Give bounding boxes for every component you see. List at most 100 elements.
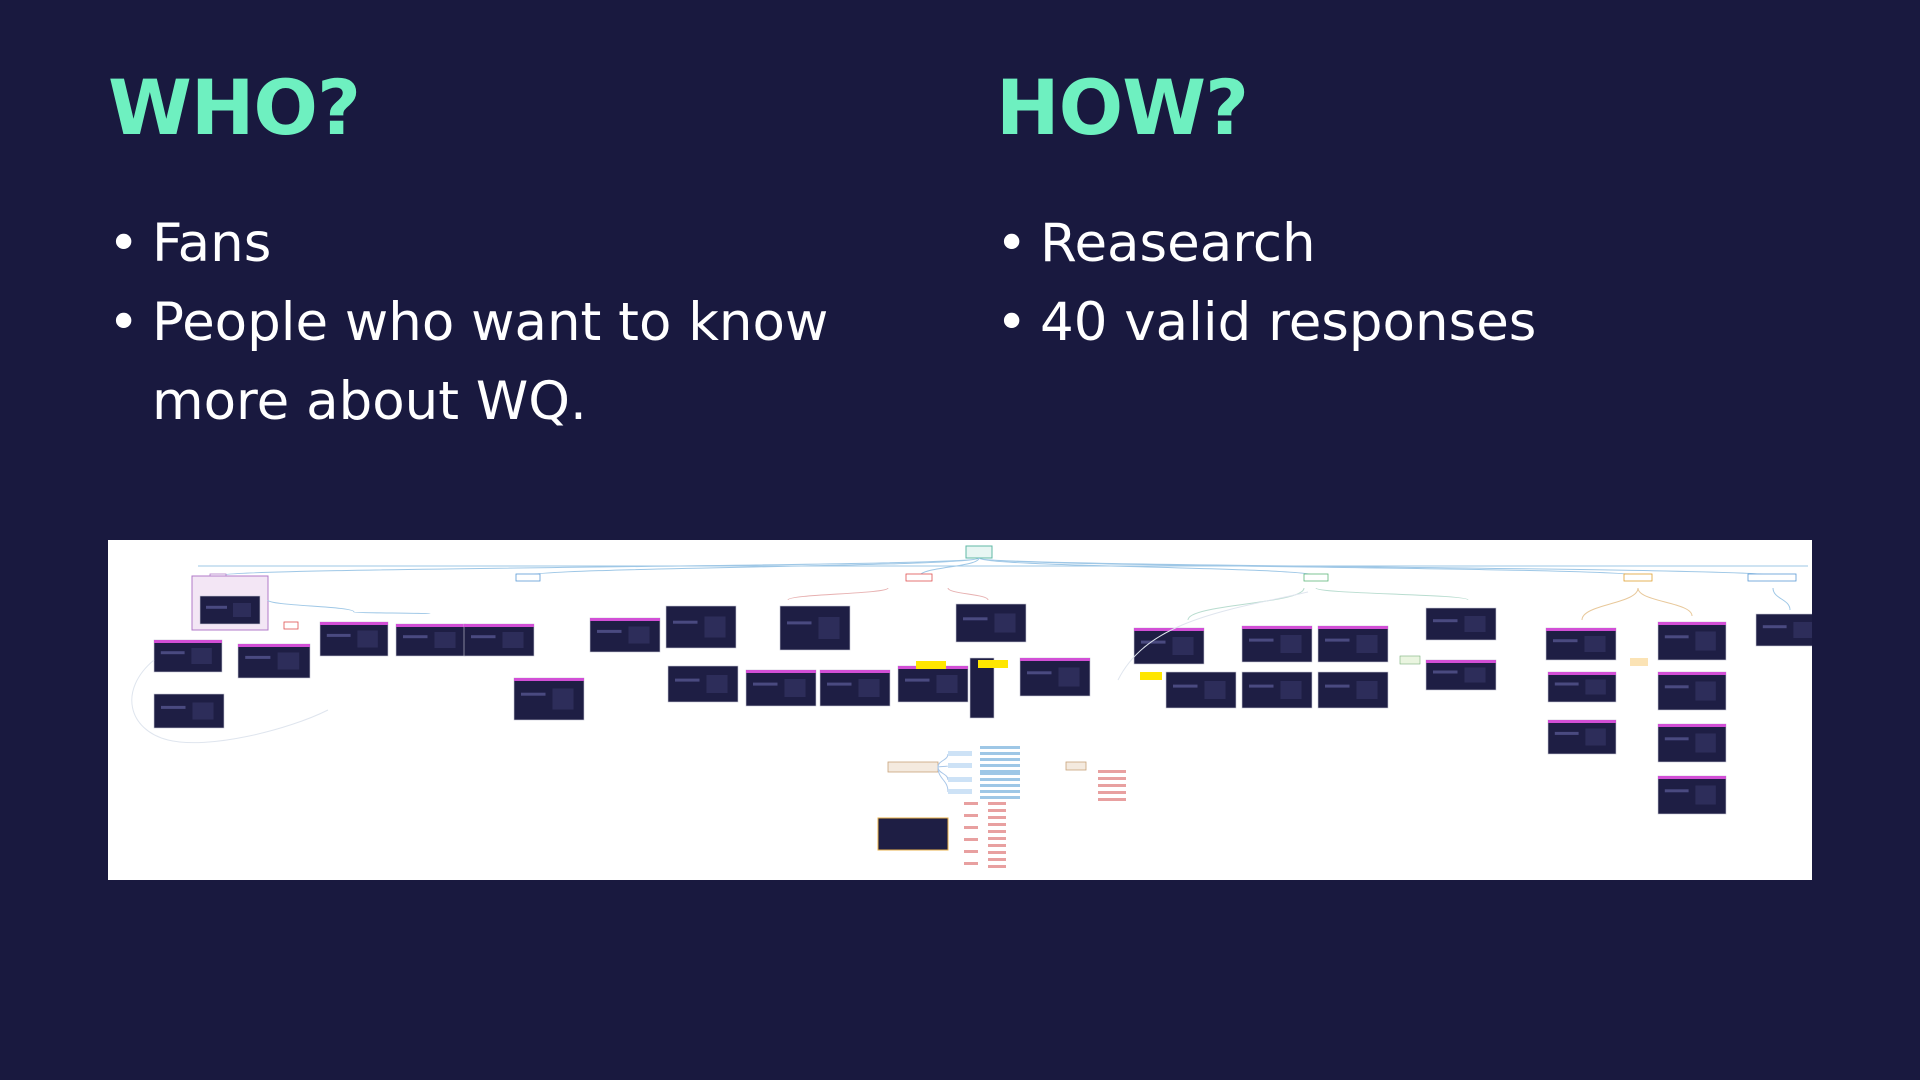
thumbnail-text [1664, 685, 1689, 689]
thumbnail-text [1762, 625, 1787, 629]
who-bullet-list: Fans People who want to know more about … [108, 204, 888, 441]
tree-root-node [887, 761, 939, 773]
thumbnail-text [1433, 619, 1458, 623]
tree-leaf [988, 830, 1006, 833]
thumbnail-figure [818, 617, 840, 639]
tree-leaf [980, 790, 1020, 793]
thumbnail-text [1325, 684, 1350, 688]
thumbnail-text [161, 705, 186, 709]
connector-line [1187, 587, 1305, 621]
thumbnail-figure [357, 630, 378, 648]
connector-line [937, 765, 949, 768]
thumbnail-header [590, 618, 660, 621]
tree-leaf [1098, 791, 1126, 794]
connector-line [947, 587, 989, 601]
thumbnail-text [905, 678, 930, 682]
node-label [1399, 655, 1421, 665]
node-label [515, 573, 541, 582]
thumbnail-text [1664, 635, 1689, 639]
tree-leaf [964, 814, 978, 817]
tree-branch [948, 777, 972, 782]
thumbnail-figure [1585, 728, 1606, 746]
tree-leaf [964, 826, 978, 829]
connector-line [217, 557, 980, 577]
tree-branch [948, 763, 972, 768]
thumbnail-header [396, 624, 466, 627]
thumbnail-text [245, 655, 271, 659]
thumbnail-header [1658, 672, 1726, 675]
tree-leaf [980, 764, 1020, 767]
thumbnail-header [154, 640, 222, 643]
thumbnail-text [1249, 684, 1274, 688]
tree-leaf [988, 816, 1006, 819]
thumbnail-figure [1058, 667, 1080, 687]
thumbnail-figure [936, 675, 958, 693]
who-heading: WHO? [108, 63, 361, 152]
thumbnail-figure [1204, 681, 1226, 699]
highlight-label [978, 660, 1008, 668]
thumbnail-header [1020, 658, 1090, 661]
tree-leaf [988, 802, 1006, 805]
thumbnail-header [1546, 628, 1616, 631]
node-label [1303, 573, 1329, 582]
thumbnail-text [1664, 737, 1689, 741]
thumbnail-text [403, 635, 428, 639]
screenshot-thumbnail [877, 817, 949, 851]
thumbnail-text [673, 620, 698, 624]
thumbnail-text [1664, 789, 1689, 793]
who-section: WHO? Fans People who want to know more a… [108, 62, 908, 432]
root-node [965, 545, 993, 559]
tree-leaf [988, 844, 1006, 847]
thumbnail-header [1318, 626, 1388, 629]
thumbnail-figure [994, 613, 1016, 633]
connector-line [267, 599, 355, 613]
thumbnail-text [521, 692, 546, 696]
thumbnail-header [1426, 660, 1496, 663]
connector-line [1637, 587, 1693, 617]
thumbnail-figure [706, 675, 728, 693]
tree-leaf [980, 746, 1020, 749]
thumbnail-figure [628, 626, 650, 644]
highlight-label [916, 661, 946, 669]
tree-leaf [1098, 798, 1126, 801]
thumbnail-header [320, 622, 388, 625]
node-label [1623, 573, 1653, 582]
thumbnail-text [471, 635, 496, 639]
thumbnail-figure [1280, 681, 1302, 699]
tree-leaf [1098, 784, 1126, 787]
thumbnail-figure [1695, 785, 1716, 805]
thumbnail-text [1325, 638, 1350, 642]
connector-line [131, 659, 329, 744]
thumbnail-figure [1464, 616, 1486, 632]
tree-leaf [988, 809, 1006, 812]
how-bullet-list: Reasearch 40 valid responses [996, 204, 1776, 362]
thumbnail-text [753, 682, 778, 686]
thumbnail-header [820, 670, 890, 673]
thumbnail-header [1134, 628, 1204, 631]
thumbnail-figure [704, 616, 726, 638]
thumbnail-figure [434, 632, 456, 648]
node-label [283, 621, 299, 630]
connector-line [1117, 591, 1309, 681]
thumbnail-figure [552, 688, 574, 710]
thumbnail-header [464, 624, 534, 627]
connector-line [937, 766, 949, 793]
thumbnail-figure [784, 679, 806, 697]
thumbnail-text [675, 678, 700, 682]
thumbnail-figure [191, 648, 212, 664]
connector-line [978, 557, 1639, 577]
thumbnail-text [827, 682, 852, 686]
thumbnail-text [1249, 638, 1274, 642]
tree-leaf [964, 802, 978, 805]
node-label [905, 573, 933, 582]
thumbnail-figure [1585, 679, 1606, 695]
tree-leaf [980, 778, 1020, 781]
tree-leaf [1098, 770, 1126, 773]
mindmap-image [108, 540, 1812, 880]
thumbnail-figure [1464, 667, 1486, 683]
thumbnail-header [514, 678, 584, 681]
who-bullet-item: Fans [108, 204, 888, 283]
tree-leaf [980, 752, 1020, 755]
thumbnail-figure [858, 679, 880, 697]
thumbnail-text [160, 651, 185, 655]
